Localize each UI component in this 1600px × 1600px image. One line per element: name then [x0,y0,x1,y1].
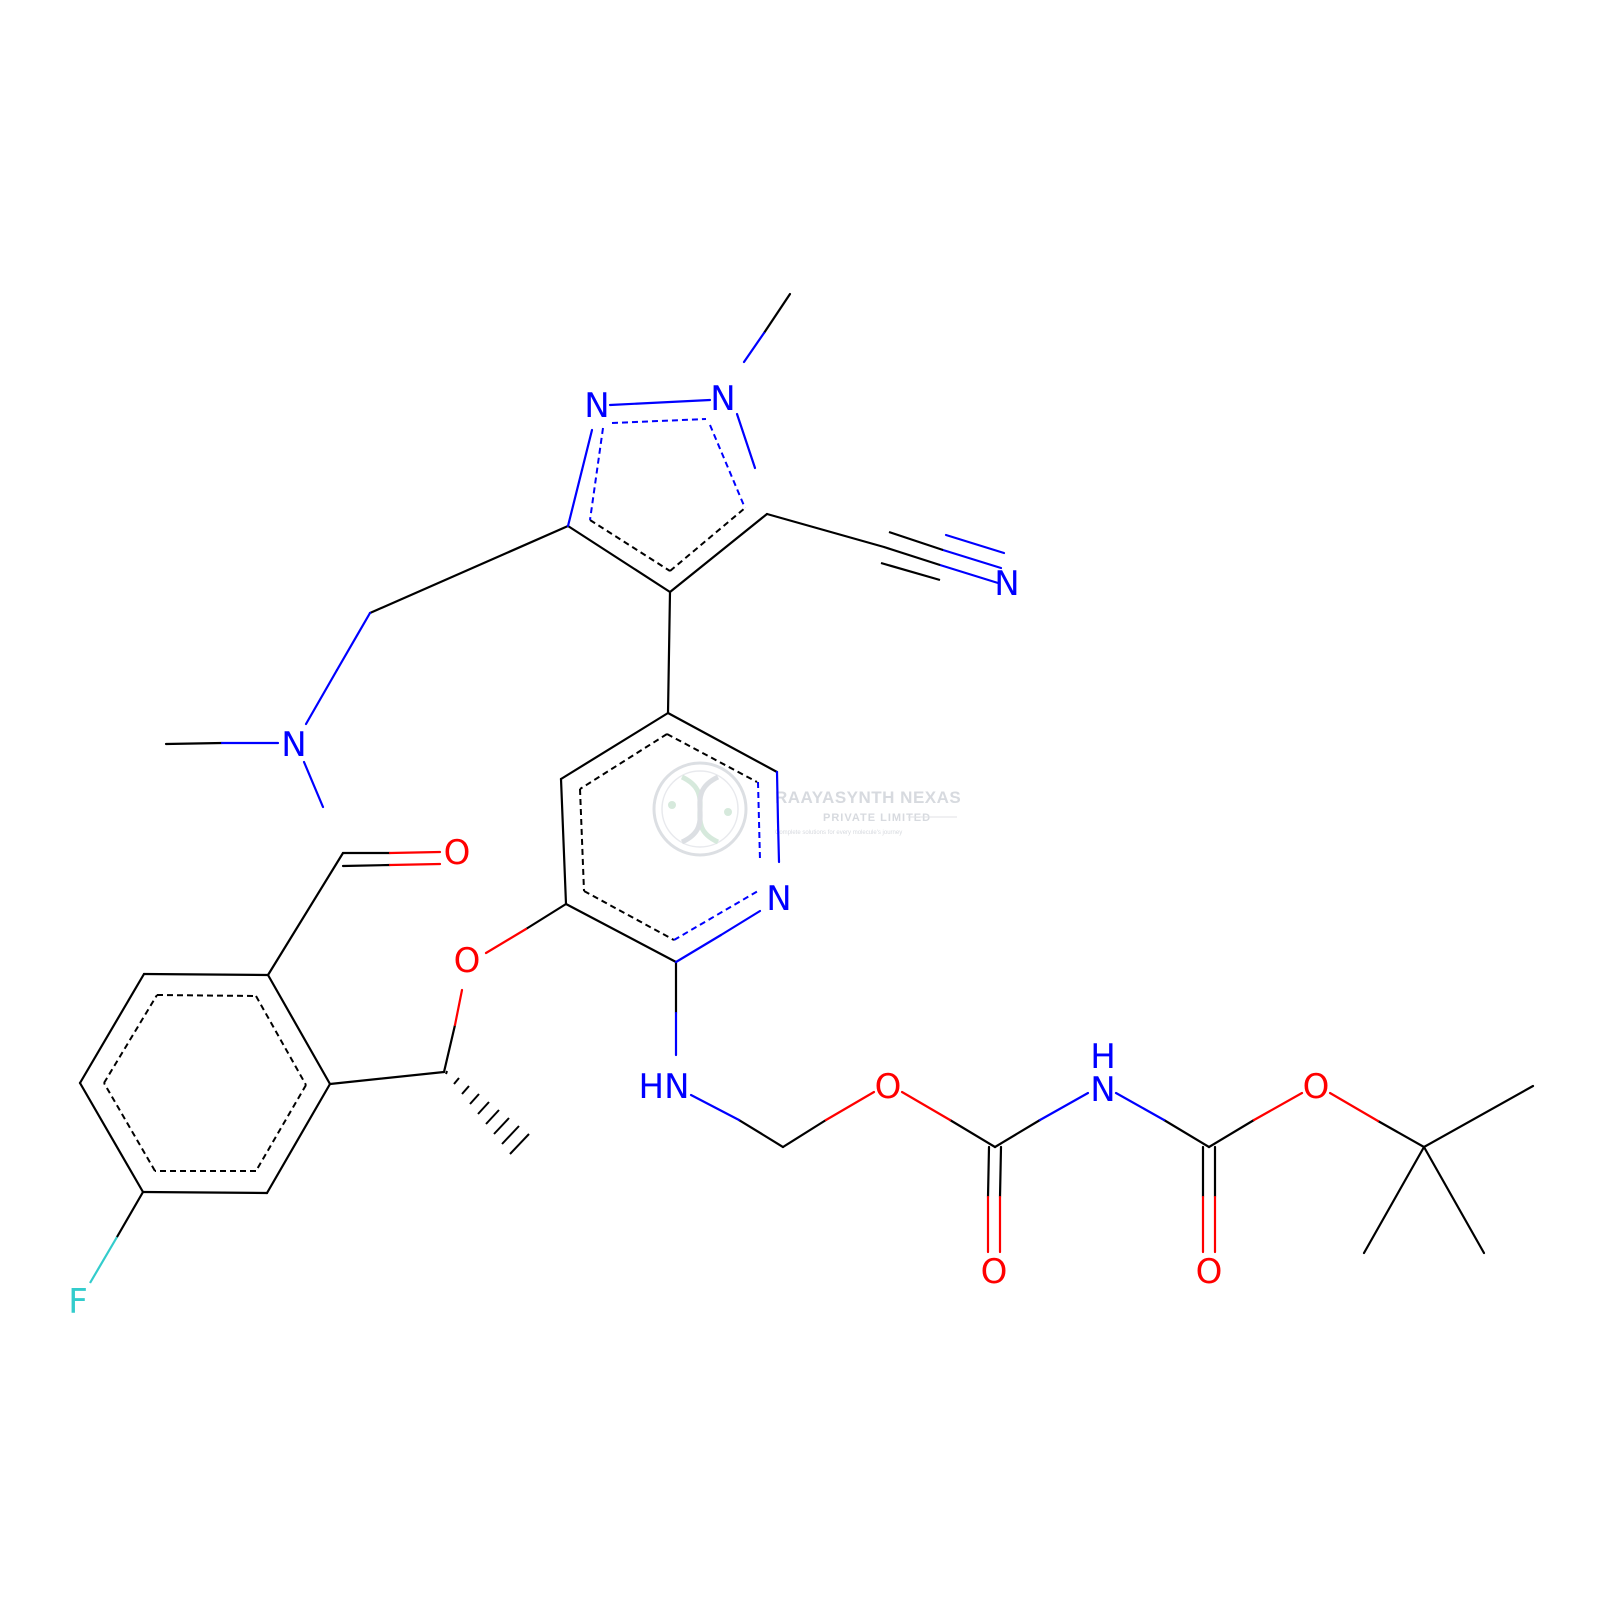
watermark-subtitle: PRIVATE LIMITED [823,812,931,824]
atom-n-pyrazole-2: N [584,386,609,426]
atom-o-carbamate-2: O [1303,1067,1330,1107]
watermark-tagline: Complete solutions for every molecule's … [775,830,902,836]
atom-n-amide: N [281,725,306,765]
atom-h-carbamate: H [1090,1037,1116,1077]
nitrile-bonds [880,530,944,582]
atom-o-carbamate-1: O [875,1067,902,1107]
watermark-title: RAAYASYNTH NEXAS [775,788,961,807]
atom-fluorine: F [68,1282,88,1322]
atom-n-pyrazole-1: N [710,379,735,419]
oxygen-bonds [388,850,1380,1254]
nitrogen-aromatic-bonds [589,418,761,941]
atom-o-amide: O [444,833,471,873]
nitrogen-bonds [220,331,1166,1122]
stereo-hash-wedge [445,1070,530,1155]
carbon-bonds [78,292,1535,1255]
atom-labels: N N N N O N O HN O NH H N O O O F [68,379,1329,1322]
watermark-logo [652,761,748,857]
atom-o-ether: O [454,941,481,981]
atom-nh-amine: HN [639,1067,690,1107]
atom-n-carbamate-label: N [1090,1070,1115,1110]
atom-n-nitrile: N [994,564,1019,604]
atom-o-carbonyl-1: O [981,1252,1008,1292]
fluorine-bond [89,1236,118,1284]
aromatic-bonds [103,507,758,1172]
atom-o-carbonyl-2: O [1196,1252,1223,1292]
atom-n-pyridine: N [766,879,791,919]
